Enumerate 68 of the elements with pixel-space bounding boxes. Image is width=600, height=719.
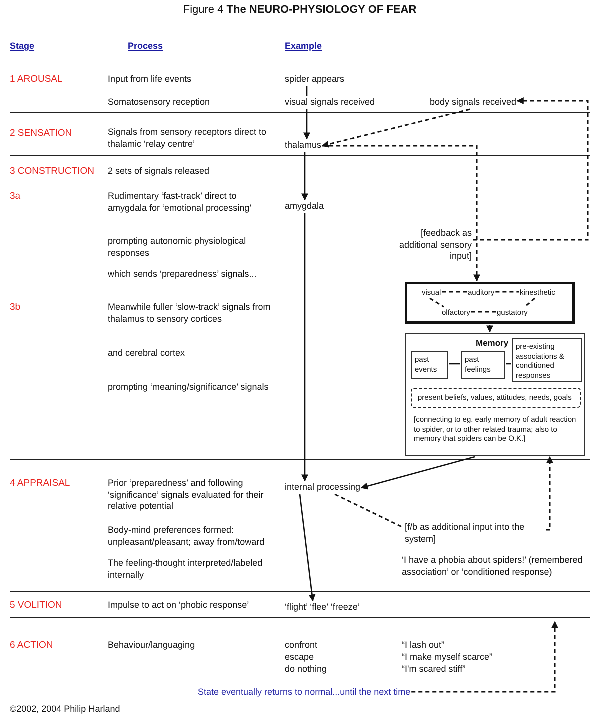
example-text: body signals received xyxy=(430,97,517,108)
arrow xyxy=(473,98,589,241)
description-text: ©2002, 2004 Philip Harland xyxy=(10,704,122,716)
description-text: Input from life events xyxy=(108,74,193,86)
description-text: which sends ‘preparedness’ signals... xyxy=(108,269,258,280)
connector-line xyxy=(430,298,444,308)
stage-label: 4 APPRAISAL xyxy=(10,478,72,490)
arrow xyxy=(360,456,476,490)
column-heading: Stage xyxy=(10,41,36,52)
description-text: escape xyxy=(285,652,316,664)
connector-line xyxy=(334,494,404,529)
senses-box xyxy=(405,282,575,324)
description-text: “I lash out” xyxy=(402,640,446,652)
description-text: Behaviour/languaging xyxy=(108,640,196,652)
connector-line xyxy=(506,363,511,365)
example-text: amygdala xyxy=(285,201,324,212)
stage-label: 3b xyxy=(10,302,22,314)
description-text: 2 sets of signals released xyxy=(108,166,211,178)
description-text: and cerebral cortex xyxy=(108,348,186,360)
memory-heading: Memory xyxy=(476,338,509,350)
memory-box xyxy=(405,333,585,456)
figure-title: Figure 4 The NEURO-PHYSIOLOGY OF FEAR xyxy=(182,5,418,16)
column-heading: Example xyxy=(285,41,324,52)
arrow xyxy=(412,621,558,693)
description-text: do nothing xyxy=(285,664,328,676)
description-text: Signals from sensory receptors direct to thalamic ‘relay centre’ xyxy=(108,127,268,150)
example-text: internal processing xyxy=(285,482,361,494)
column-heading: Process xyxy=(128,41,164,52)
connector-line xyxy=(471,311,496,313)
arrow xyxy=(486,325,494,333)
arrow xyxy=(304,110,310,140)
description-text: Rudimentary ‘fast-track’ direct to amygdala for ‘emotional processing’ xyxy=(108,191,253,214)
description-text: “I'm scared stiff” xyxy=(402,664,467,676)
description-text: confront xyxy=(285,640,319,652)
description-text: The feeling-thought interpreted/labeled internally xyxy=(108,558,264,581)
example-text: thalamus xyxy=(285,140,322,152)
arrow xyxy=(322,145,480,282)
connector-line xyxy=(306,86,308,96)
stage-label: 3a xyxy=(10,191,22,202)
arrow xyxy=(302,214,308,482)
description-text: prompting ‘meaning/significance’ signals xyxy=(108,382,270,394)
description-text: Impulse to act on ‘phobic response’ xyxy=(108,600,250,612)
example-text: spider appears xyxy=(285,74,345,86)
description-text: prompting autonomic physiological responses xyxy=(108,236,248,259)
stage-label: 1 AROUSAL xyxy=(10,74,64,86)
arrow xyxy=(302,152,308,201)
arrow xyxy=(546,456,554,531)
description-text: ‘I have a phobia about spiders!’ (remembered association’ or ‘conditioned response) xyxy=(402,555,584,578)
description-text: Meanwhile fuller ‘slow-track’ signals from thalamus to sensory cortices xyxy=(108,302,272,325)
example-text: [feedback as additional sensory input] xyxy=(380,228,472,262)
connector-line xyxy=(524,298,536,308)
connector-line xyxy=(442,291,467,293)
example-text: ‘flight’ ‘flee’ ‘freeze’ xyxy=(285,602,360,614)
example-text: visual signals received xyxy=(285,97,376,108)
connector-line xyxy=(496,291,519,293)
connector-line xyxy=(449,363,460,365)
stage-label: 5 VOLITION xyxy=(10,600,64,612)
description-text: “I make myself scarce” xyxy=(402,652,494,664)
example-text: [f/b as additional input into the system] xyxy=(405,522,545,545)
arrow xyxy=(299,494,316,602)
stage-label: 2 SENSATION xyxy=(10,128,74,140)
description-text: Body-mind preferences formed: unpleasant/pleasant; away from/toward xyxy=(108,525,266,548)
description-text: Somatosensory reception xyxy=(108,97,212,108)
arrow xyxy=(322,108,470,148)
return-note: State eventually returns to normal...until the next time xyxy=(198,687,411,698)
stage-label: 6 ACTION xyxy=(10,640,54,652)
description-text: Prior ‘preparedness’ and following ‘significance’ signals evaluated for their relative potential xyxy=(108,478,265,512)
stage-label: 3 CONSTRUCTION xyxy=(10,166,96,178)
